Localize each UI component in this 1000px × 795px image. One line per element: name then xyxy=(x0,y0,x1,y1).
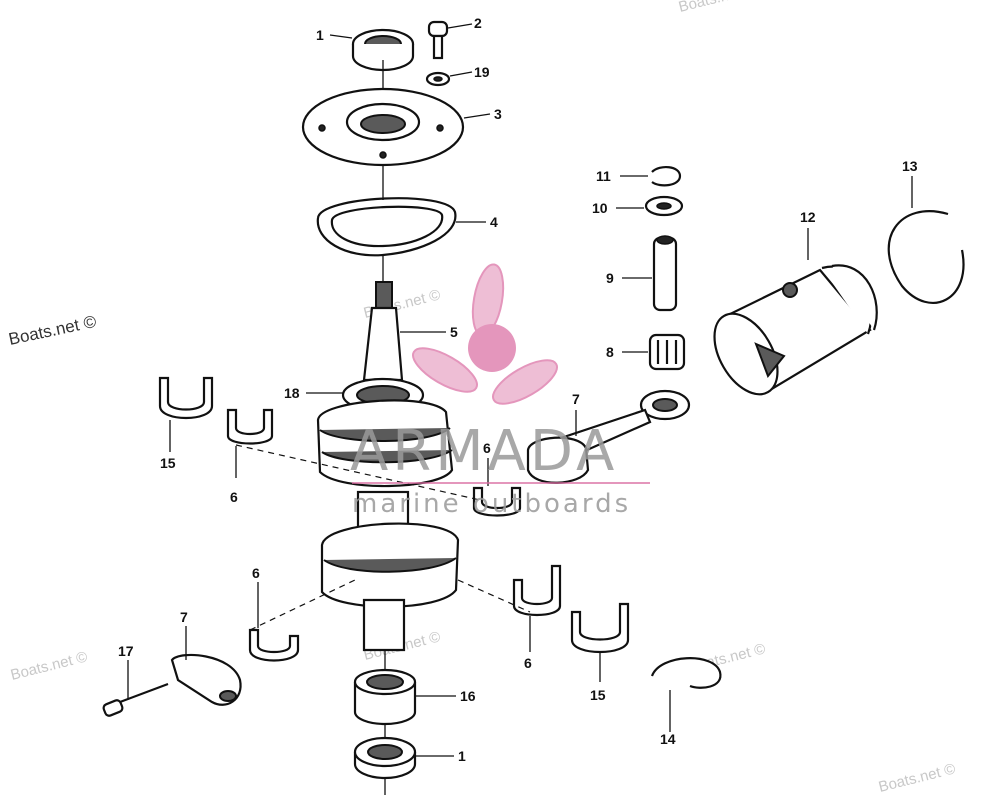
label-part-15-right: 15 xyxy=(590,687,606,703)
label-part-7-cap: 7 xyxy=(180,609,188,625)
label-part-9: 9 xyxy=(606,270,614,286)
needle-bearing-6-lower-right xyxy=(512,564,562,616)
label-part-14: 14 xyxy=(660,731,676,747)
retaining-ring-11-part xyxy=(651,166,682,187)
seal-bottom-part xyxy=(353,736,417,780)
label-part-6-mid: 6 xyxy=(483,440,491,456)
watermark-bottom-left: Boats.net © xyxy=(9,648,89,684)
needle-bearing-6-lower-left xyxy=(248,628,300,662)
watermark-left: Boats.net © xyxy=(7,312,99,349)
label-part-12: 12 xyxy=(800,209,816,225)
watermark-bottom-corner: Boats.net © xyxy=(877,760,957,795)
label-part-3: 3 xyxy=(494,106,502,122)
label-part-6-lower-left: 6 xyxy=(252,565,260,581)
label-part-7-rod: 7 xyxy=(572,391,580,407)
connecting-rod-part xyxy=(526,389,691,484)
label-part-1-bottom: 1 xyxy=(458,748,466,764)
bearing-bottom-part xyxy=(353,668,417,726)
needle-bearing-6-mid xyxy=(472,486,522,517)
needle-bearing-6-upper-left xyxy=(226,408,274,445)
washer-10-part xyxy=(644,195,684,217)
label-part-18: 18 xyxy=(284,385,300,401)
armada-logo xyxy=(412,263,558,405)
end-plate-part xyxy=(301,87,465,167)
watermark-top-right: Boats.net © xyxy=(677,0,757,16)
piston-pin-9-part xyxy=(652,235,678,312)
seal-top-part xyxy=(351,28,415,72)
bearing-shell-15-right xyxy=(570,602,630,654)
retaining-ring-14-part xyxy=(650,657,722,689)
label-part-13: 13 xyxy=(902,158,918,174)
label-part-8: 8 xyxy=(606,344,614,360)
label-part-11: 11 xyxy=(596,168,611,184)
label-part-5: 5 xyxy=(450,324,458,340)
label-part-15-left: 15 xyxy=(160,455,176,471)
label-part-4: 4 xyxy=(490,214,498,230)
label-part-16: 16 xyxy=(460,688,476,704)
screw-part xyxy=(425,20,451,87)
bearing-shell-15-left xyxy=(158,376,214,420)
crankshaft-part xyxy=(316,281,460,652)
label-part-10: 10 xyxy=(592,200,608,216)
brand-name: ARMADA xyxy=(350,419,618,484)
needle-bearing-8-part xyxy=(648,333,686,371)
piston-12-part xyxy=(713,264,878,396)
label-part-6-upper-left: 6 xyxy=(230,489,238,505)
label-part-2: 2 xyxy=(474,15,482,31)
label-part-19: 19 xyxy=(474,64,490,80)
label-part-6-lower-right: 6 xyxy=(524,655,532,671)
label-part-1-top: 1 xyxy=(316,27,324,43)
piston-ring-13-part xyxy=(887,210,965,304)
brand-tagline: marine outboards xyxy=(352,489,631,519)
label-part-17: 17 xyxy=(118,643,134,659)
rod-screw-part xyxy=(102,682,169,717)
rod-cap-part xyxy=(170,653,242,706)
gasket-part xyxy=(316,197,457,257)
